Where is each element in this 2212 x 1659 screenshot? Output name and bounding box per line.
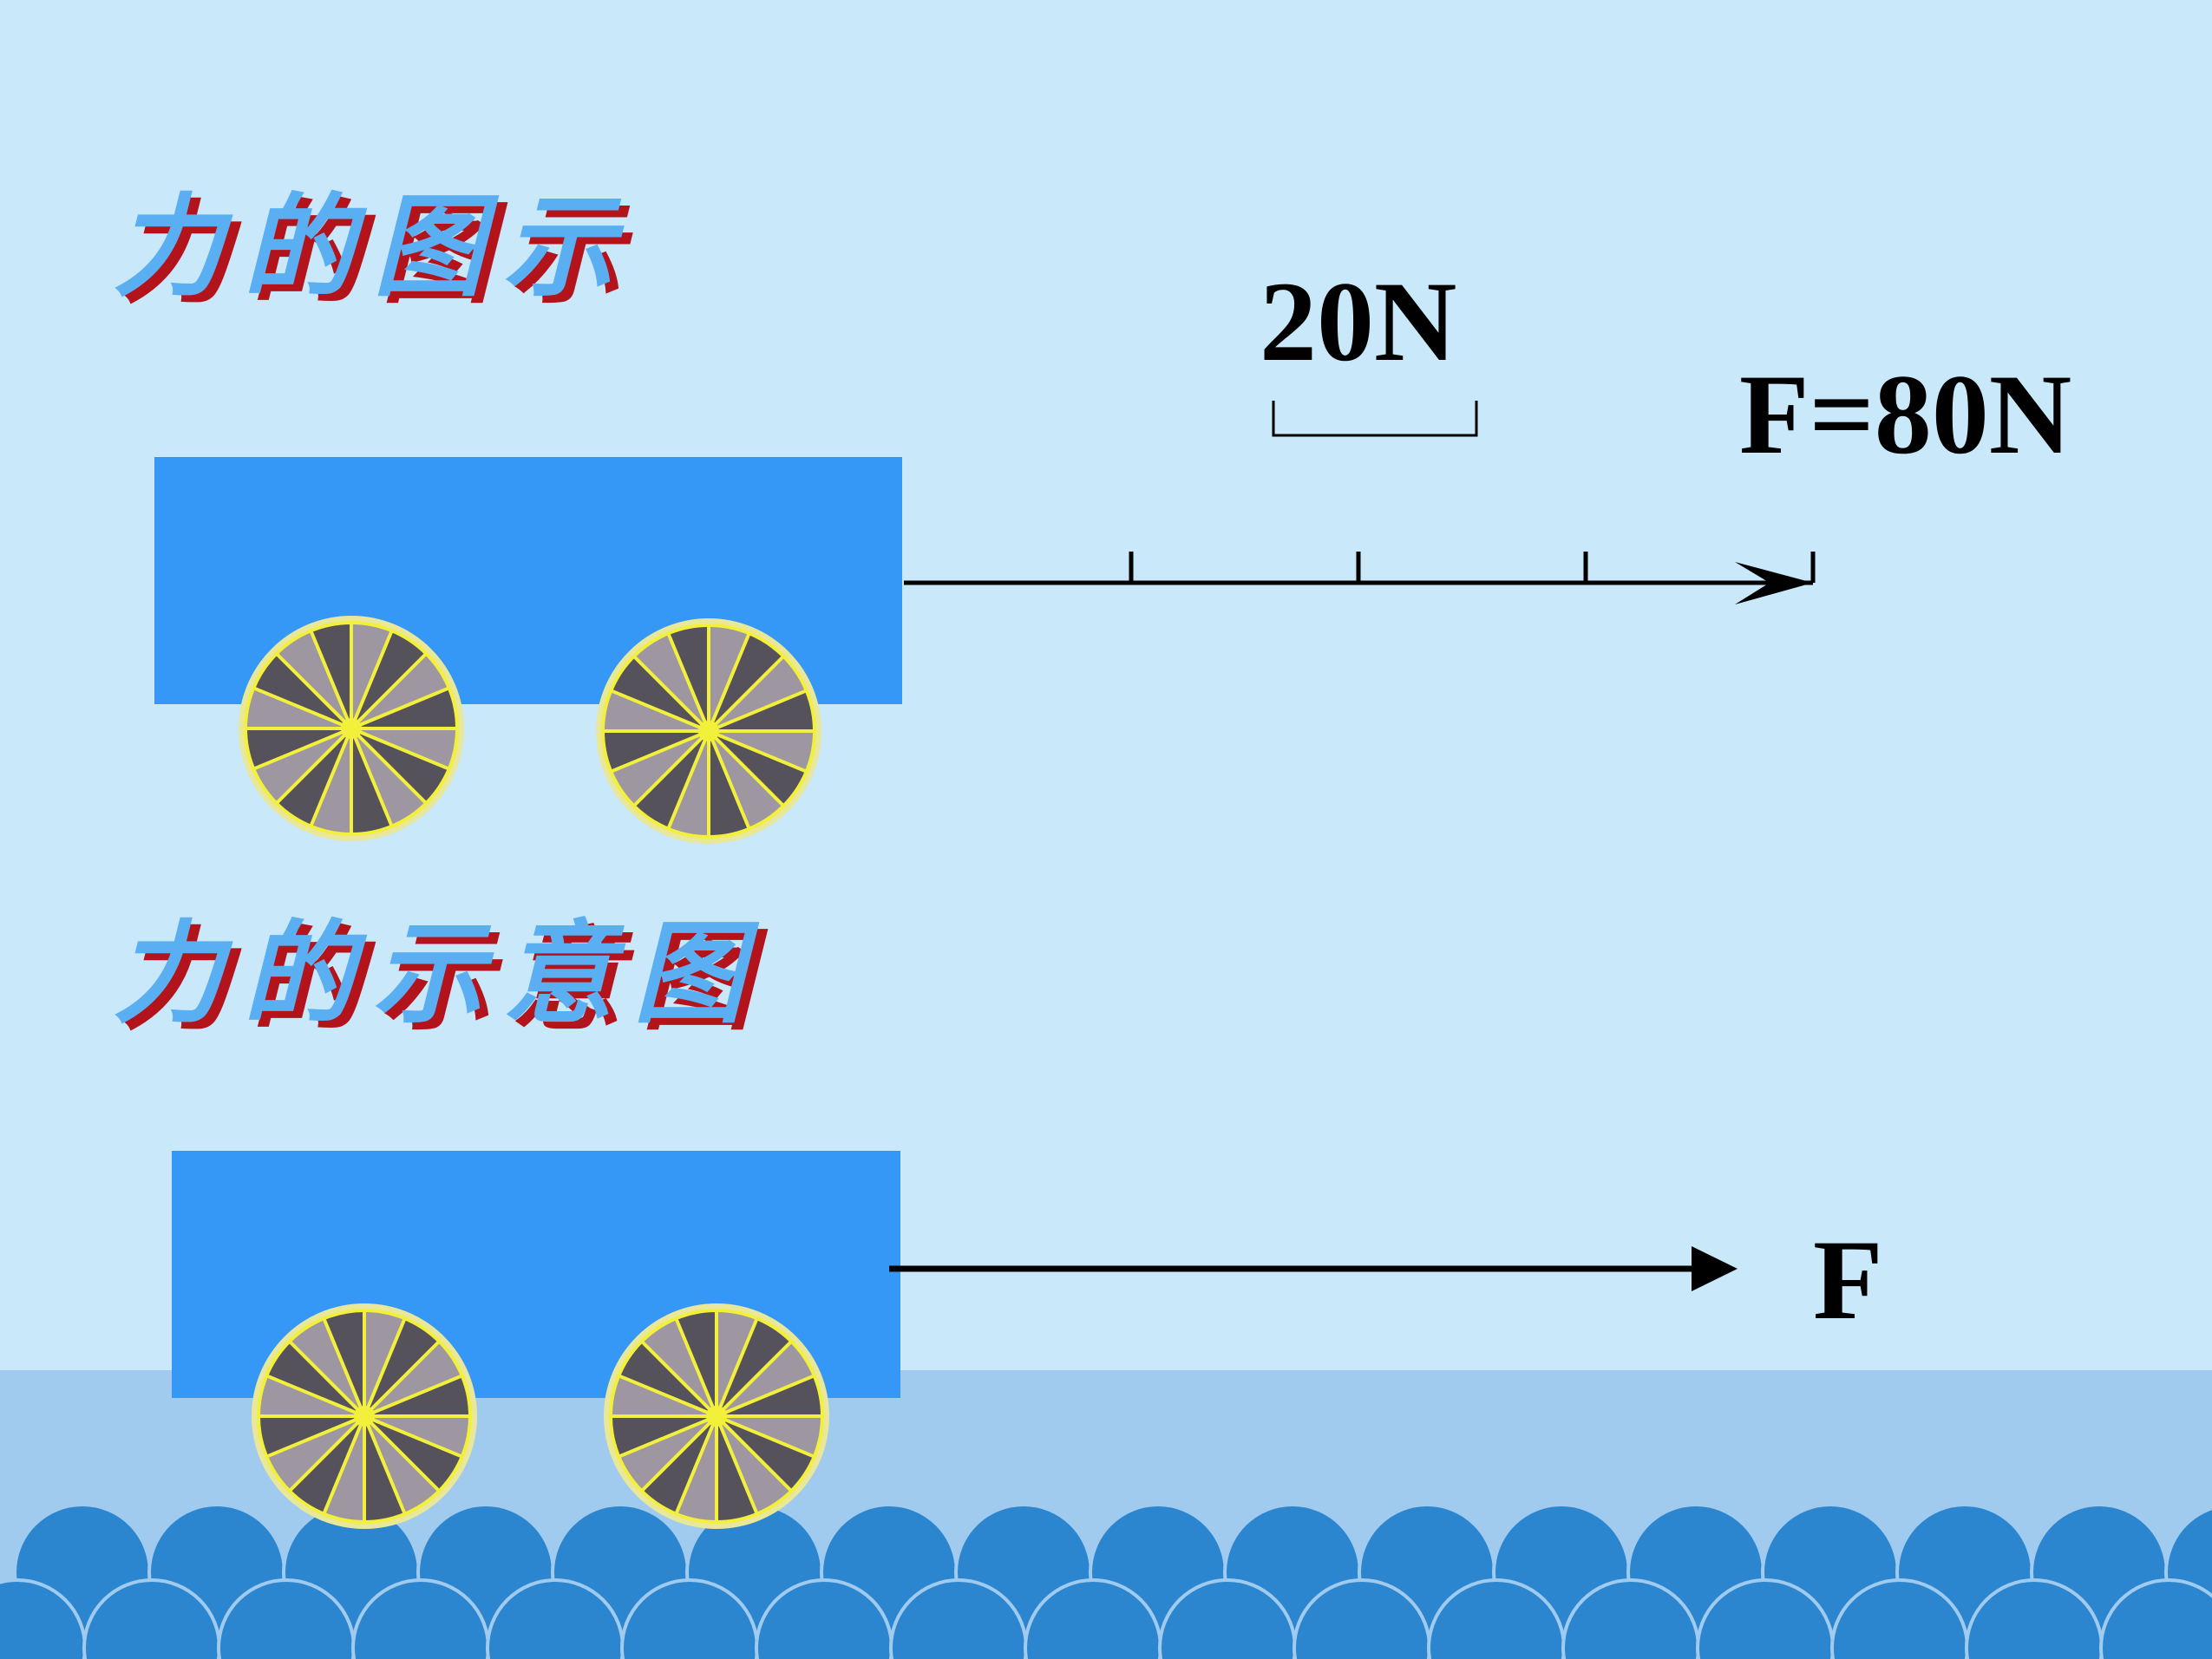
wheel-wedge <box>351 653 449 728</box>
wheel-outline <box>609 1309 824 1524</box>
wheel-wedge <box>364 1416 462 1492</box>
force-sketch-label: F <box>1813 1216 1883 1343</box>
scale-ticks <box>1129 552 1816 583</box>
wheel-hub <box>706 1406 727 1427</box>
wheel-wedge <box>364 1416 440 1514</box>
wheel-wedge <box>351 630 427 728</box>
cart-icon <box>154 457 902 844</box>
arrow-icon <box>1735 562 1813 604</box>
wheel-wedge <box>633 731 709 829</box>
wheel-wedge <box>709 731 807 807</box>
wheel-wedge <box>351 728 427 826</box>
wheel-wedge <box>709 656 807 731</box>
wheel-wedge <box>717 1416 815 1492</box>
force-sketch-arrow <box>889 1246 1738 1291</box>
wheel-wedge <box>717 1318 792 1416</box>
wheel-wedge <box>351 728 449 804</box>
cart-icon <box>172 1151 900 1529</box>
wheel-wedge <box>641 1318 717 1416</box>
wheel-wedge <box>618 1341 717 1416</box>
wheel-wedge <box>709 633 784 731</box>
heading-force-graphic: 力的图示 <box>113 183 634 312</box>
wheel-wedge <box>253 728 351 804</box>
wheel-wedge <box>266 1416 364 1492</box>
force-graphic-arrow <box>904 552 1816 604</box>
wheel-outline <box>244 621 459 836</box>
wheel-wedge <box>611 731 709 807</box>
wheel-outline <box>257 1309 472 1524</box>
wheel-wedge <box>289 1416 364 1514</box>
wheel-hub <box>354 1406 375 1427</box>
heading-force-graphic-shadow: 力的图示 <box>121 190 643 319</box>
wheel-wedge <box>364 1318 440 1416</box>
wheel-wedge <box>276 728 351 826</box>
wheel-hub <box>341 718 362 739</box>
scale-label: 20N <box>1260 258 1457 385</box>
wheel-wedge <box>641 1416 717 1514</box>
wheel-wedge <box>276 630 351 728</box>
wheel-wedge <box>611 656 709 731</box>
wheel-wedge <box>633 633 709 731</box>
wheel-icon <box>239 616 464 841</box>
wheel-wedge <box>717 1416 792 1514</box>
wheel-wedge <box>618 1416 717 1492</box>
heading-force-sketch-shadow: 力的示意图 <box>121 917 773 1046</box>
wheel-wedge <box>253 653 351 728</box>
wheel-icon <box>596 618 821 844</box>
heading-force-sketch: 力的示意图 <box>113 910 764 1039</box>
wheel-wedge <box>364 1341 462 1416</box>
wheel-wedge <box>709 731 784 829</box>
wheel-icon <box>604 1303 829 1529</box>
force-magnitude-label: F=80N <box>1739 350 2072 478</box>
arrow-icon <box>1692 1246 1738 1291</box>
wheel-outline <box>601 624 816 839</box>
wheel-icon <box>252 1303 477 1529</box>
wheel-wedge <box>717 1341 815 1416</box>
scale-bracket <box>1272 401 1478 437</box>
wave-bump <box>2099 1578 2212 1659</box>
wheel-wedge <box>266 1341 364 1416</box>
wheel-wedge <box>289 1318 364 1416</box>
waves <box>0 1505 2212 1659</box>
wheel-hub <box>698 721 719 741</box>
